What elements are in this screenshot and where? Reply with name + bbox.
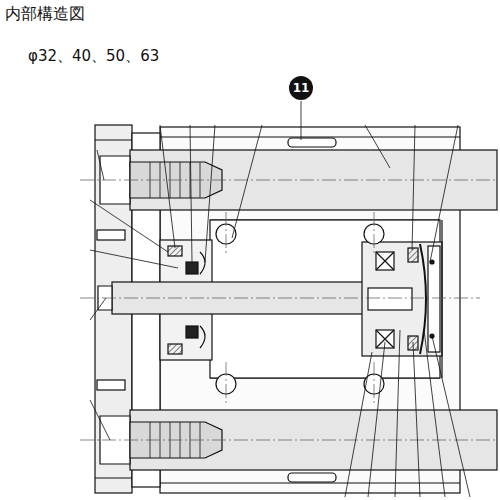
leader-line xyxy=(90,101,470,497)
title: 内部構造図 xyxy=(5,4,85,25)
magnet xyxy=(376,252,394,270)
piston xyxy=(362,242,442,356)
bearing-slot xyxy=(288,473,336,482)
callout-text: 11 xyxy=(293,82,310,94)
size-label: φ32、40、50、63 xyxy=(28,47,159,66)
center-line xyxy=(80,180,497,440)
callout-number: 11 xyxy=(289,76,313,100)
bearing-slot xyxy=(288,138,336,147)
